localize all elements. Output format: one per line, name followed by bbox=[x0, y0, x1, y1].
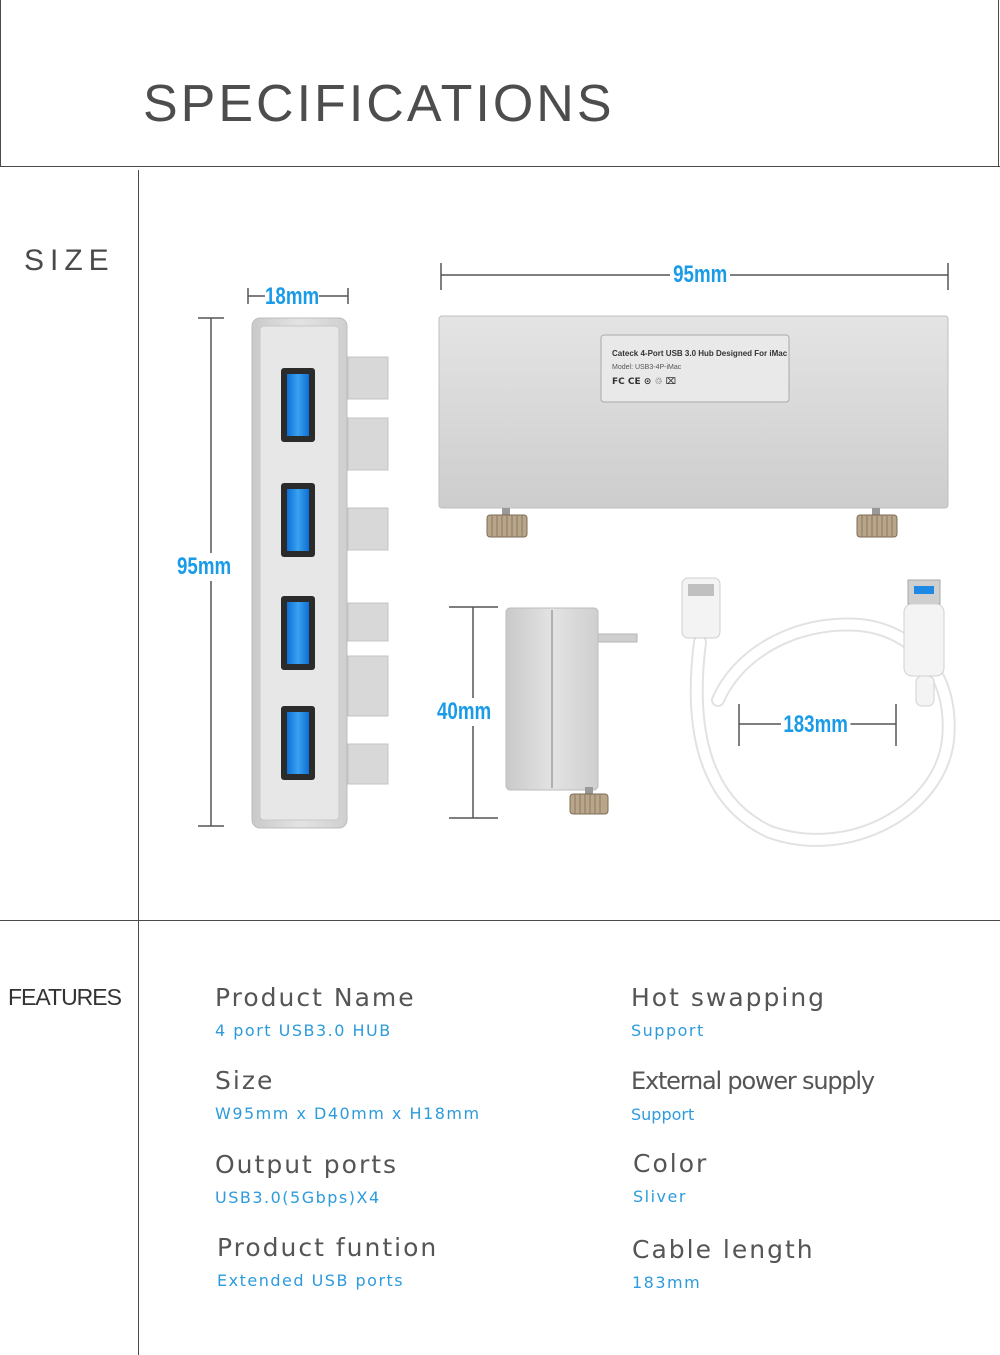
section-rule bbox=[0, 920, 1000, 921]
feature-value: 4 port USB3.0 HUB bbox=[215, 1021, 392, 1040]
feature-title: External power supply bbox=[631, 1067, 875, 1095]
feature-value: USB3.0(5Gbps)X4 bbox=[215, 1188, 381, 1207]
feature-title: Color bbox=[633, 1149, 709, 1178]
thumb-screw-icon bbox=[856, 508, 898, 538]
dim-width-label: 18mm bbox=[265, 283, 320, 311]
dim-length-side-label: 95mm bbox=[177, 553, 232, 581]
hub-top-view bbox=[251, 317, 389, 829]
feature-title: Hot swapping bbox=[631, 983, 827, 1012]
label-line2: Model: USB3-4P-iMac bbox=[612, 364, 682, 371]
feature-title: Cable length bbox=[632, 1235, 815, 1264]
feature-value: Support bbox=[631, 1105, 695, 1124]
dim-length-front-label: 95mm bbox=[670, 261, 731, 289]
feature-value: 183mm bbox=[632, 1273, 702, 1292]
feature-title: Size bbox=[215, 1066, 275, 1095]
right-border bbox=[998, 0, 999, 166]
feature-value: W95mm x D40mm x H18mm bbox=[215, 1104, 481, 1123]
feature-value: Sliver bbox=[633, 1187, 687, 1206]
feature-value: Support bbox=[631, 1021, 705, 1040]
page-title: SPECIFICATIONS bbox=[143, 75, 615, 133]
label-line1: Cateck 4-Port USB 3.0 Hub Designed For i… bbox=[612, 349, 788, 358]
hub-side-view bbox=[505, 607, 638, 815]
usb-port-icon bbox=[281, 706, 315, 780]
size-section-label: SIZE bbox=[24, 244, 115, 277]
feature-title: Product funtion bbox=[217, 1233, 439, 1262]
thumb-screw-icon bbox=[486, 508, 528, 538]
dim-depth-label: 40mm bbox=[437, 698, 492, 726]
left-border bbox=[0, 0, 1, 166]
usb-cable bbox=[681, 577, 956, 847]
column-divider bbox=[138, 170, 139, 1355]
feature-title: Product Name bbox=[215, 983, 416, 1012]
label-line3: FC CE ⊙ ♲ ⌧ bbox=[612, 377, 676, 387]
hub-front-view: Cateck 4-Port USB 3.0 Hub Designed For i… bbox=[438, 315, 949, 538]
header-rule bbox=[0, 166, 1000, 167]
usb-port-icon bbox=[281, 483, 315, 557]
product-dimension-diagram: Cateck 4-Port USB 3.0 Hub Designed For i… bbox=[198, 263, 956, 847]
feature-value: Extended USB ports bbox=[217, 1271, 405, 1290]
usb-port-icon bbox=[281, 596, 315, 670]
features-section-label: FEATURES bbox=[8, 984, 122, 1010]
thumb-screw-icon bbox=[569, 787, 609, 815]
dim-cable-label: 183mm bbox=[781, 711, 851, 739]
usb-port-icon bbox=[281, 368, 315, 442]
feature-title: Output ports bbox=[215, 1150, 399, 1179]
